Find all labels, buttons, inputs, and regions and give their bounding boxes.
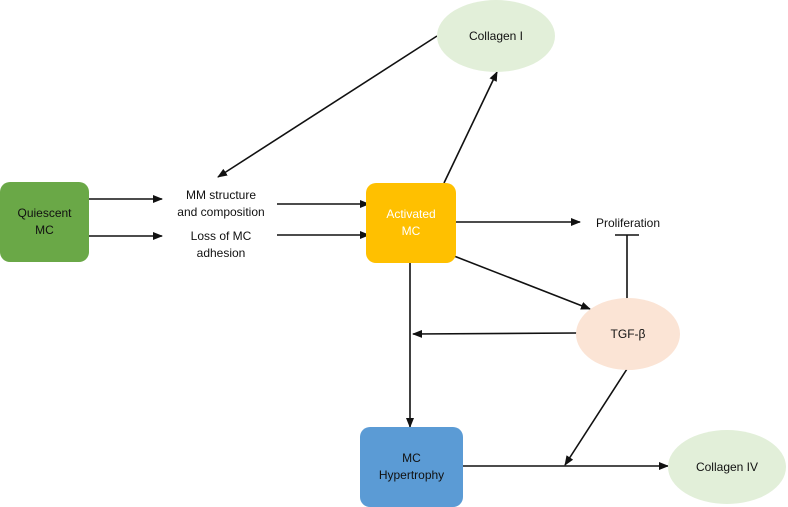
node-loss-of-mc-adhesion: Loss of MC adhesion (190, 229, 252, 260)
edge-tgf-beta-vertical-link (412, 329, 578, 338)
node-tgf-beta: TGF-β (576, 298, 680, 370)
node-proliferation: Proliferation (595, 215, 661, 230)
edge-tgf-beta-hypertrophy-link (564, 368, 628, 466)
node-collagen-iv: Collagen IV (668, 430, 786, 504)
node-mm-structure: MM structure and composition (177, 188, 265, 219)
edge-activated-tgf-beta (453, 255, 591, 310)
node-quiescent-mc: Quiescent MC (0, 182, 89, 262)
node-activated-mc: Activated MC (366, 183, 456, 263)
edge-activated-collagen-i (443, 71, 498, 184)
edge-collagen-i-mm-structure (217, 35, 438, 178)
node-collagen-i: Collagen I (437, 0, 555, 72)
node-mc-hypertrophy: MC Hypertrophy (360, 427, 463, 507)
